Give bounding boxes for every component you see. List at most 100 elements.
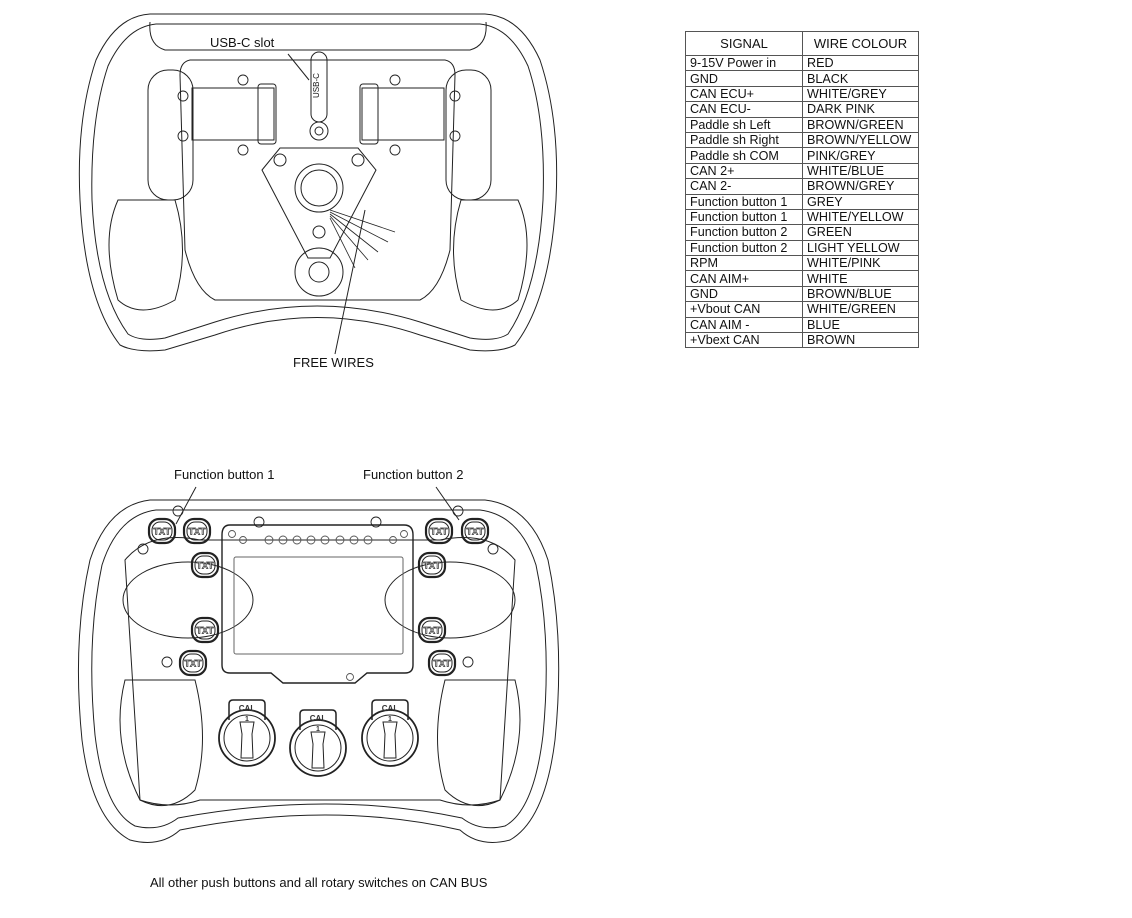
signal-cell: RPM <box>685 255 803 272</box>
wire-colour-cell: GREY <box>802 193 919 210</box>
cal-rotary-switch[interactable]: CAL 1 <box>361 699 419 767</box>
wire-colour-cell: PINK/GREY <box>802 147 919 164</box>
signal-cell: +Vbext CAN <box>685 332 803 349</box>
txt-button-label: TXT <box>154 527 172 537</box>
table-row: CAN 2-BROWN/GREY <box>685 178 919 195</box>
txt-button-label: TXT <box>424 626 442 636</box>
signal-cell: Paddle sh COM <box>685 147 803 164</box>
txt-button[interactable]: TXT <box>424 517 454 545</box>
cal-label: CAL <box>310 714 327 723</box>
signal-cell: CAN ECU+ <box>685 85 803 103</box>
txt-button-label: TXT <box>467 527 485 537</box>
txt-button[interactable]: TXT <box>147 517 177 545</box>
signal-cell: GND <box>685 285 803 303</box>
table-header-row: SIGNAL WIRE COLOUR <box>685 31 919 56</box>
signal-cell: CAN AIM+ <box>685 270 803 287</box>
txt-button[interactable]: TXT <box>460 517 490 545</box>
column-header-wire-colour: WIRE COLOUR <box>802 31 919 56</box>
cal-rotary-switch[interactable]: CAL 1 <box>289 709 347 777</box>
txt-button[interactable]: TXT <box>427 649 457 677</box>
table-row: CAN ECU+WHITE/GREY <box>685 85 919 103</box>
front-view-wheel <box>77 486 560 843</box>
wire-colour-cell: WHITE/PINK <box>802 255 919 272</box>
function-button-1-label: Function button 1 <box>174 467 275 482</box>
free-wires-label: FREE WIRES <box>293 355 374 370</box>
wire-colour-cell: DARK PINK <box>802 101 919 118</box>
display-screen <box>233 556 404 655</box>
cal-label: CAL <box>382 704 399 713</box>
signal-cell: Function button 2 <box>685 239 803 257</box>
rotary-position-label: 1 <box>388 716 392 723</box>
signal-cell: +Vbout CAN <box>685 301 803 318</box>
usb-c-slot-label: USB-C slot <box>210 35 275 50</box>
shift-lights <box>228 530 408 681</box>
signal-cell: CAN ECU- <box>685 101 803 118</box>
wire-colour-cell: BROWN/GREEN <box>802 116 919 133</box>
wire-colour-cell: WHITE <box>802 270 919 287</box>
signal-cell: Paddle sh Right <box>685 131 803 149</box>
table-row: CAN ECU-DARK PINK <box>685 101 919 118</box>
wire-colour-cell: BROWN/YELLOW <box>802 131 919 149</box>
wire-colour-cell: RED <box>802 54 919 72</box>
txt-button[interactable]: TXT <box>417 551 447 579</box>
signal-cell: CAN 2- <box>685 178 803 195</box>
wire-colour-cell: WHITE/GREY <box>802 85 919 103</box>
free-wires <box>329 209 396 269</box>
wire-colour-cell: BROWN <box>802 332 919 349</box>
txt-button[interactable]: TXT <box>182 517 212 545</box>
txt-button-label: TXT <box>434 659 452 669</box>
wire-colour-cell: BROWN/BLUE <box>802 285 919 303</box>
wire-colour-cell: GREEN <box>802 224 919 241</box>
txt-button[interactable]: TXT <box>190 551 220 579</box>
txt-button-label: TXT <box>197 561 215 571</box>
rotary-position-label: 1 <box>245 716 249 723</box>
signal-cell: Function button 1 <box>685 193 803 210</box>
function-button-2-label: Function button 2 <box>363 467 464 482</box>
table-row: CAN 2+WHITE/BLUE <box>685 162 919 180</box>
wire-colour-cell: BLUE <box>802 316 919 334</box>
txt-button[interactable]: TXT <box>178 649 208 677</box>
signal-cell: Function button 1 <box>685 208 803 226</box>
wire-colour-cell: WHITE/GREEN <box>802 301 919 318</box>
signal-cell: Function button 2 <box>685 224 803 241</box>
wire-colour-cell: BROWN/GREY <box>802 178 919 195</box>
txt-button-label: TXT <box>189 527 207 537</box>
signal-cell: CAN AIM - <box>685 316 803 334</box>
wire-colour-cell: WHITE/YELLOW <box>802 208 919 226</box>
right-paddle-grip <box>445 69 492 201</box>
txt-button-label: TXT <box>197 626 215 636</box>
wire-colour-cell: WHITE/BLUE <box>802 162 919 180</box>
wire-colour-cell: BLACK <box>802 70 919 87</box>
txt-button[interactable]: TXT <box>190 616 220 644</box>
display-bezel <box>221 524 414 684</box>
column-header-signal: SIGNAL <box>685 31 803 56</box>
right-paddle-bracket <box>361 87 445 141</box>
signal-cell: GND <box>685 70 803 87</box>
left-paddle-bracket <box>191 87 275 141</box>
signal-cell: 9-15V Power in <box>685 54 803 72</box>
table-row: CAN AIM -BLUE <box>685 316 919 334</box>
usb-c-port-text: USB-C <box>312 73 321 98</box>
signal-cell: CAN 2+ <box>685 162 803 180</box>
left-paddle-grip <box>147 69 194 201</box>
txt-button-label: TXT <box>185 659 203 669</box>
txt-button[interactable]: TXT <box>417 616 447 644</box>
signal-cell: Paddle sh Left <box>685 116 803 133</box>
cal-label: CAL <box>239 704 256 713</box>
rotary-position-label: 1 <box>316 726 320 733</box>
cal-rotary-switch[interactable]: CAL 1 <box>218 699 276 767</box>
